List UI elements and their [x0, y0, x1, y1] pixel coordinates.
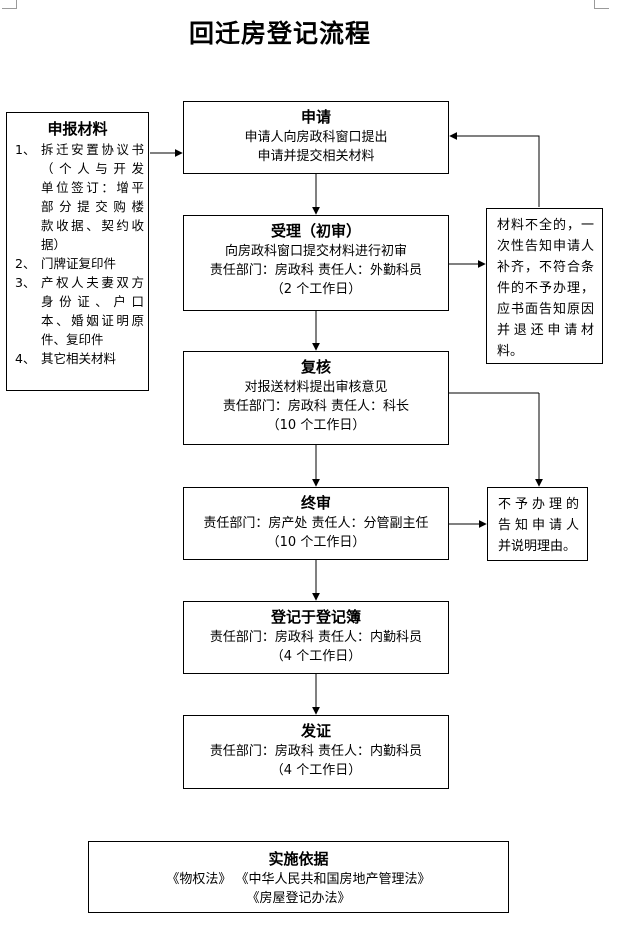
- step-final-line: （10 个工作日）: [266, 535, 366, 550]
- step-register-heading: 登记于登记簿: [270, 608, 361, 626]
- materials-heading: 申报材料: [47, 120, 108, 138]
- page-title: 回迁房登记流程: [188, 19, 371, 48]
- material-number: 4、: [15, 351, 36, 366]
- material-line: 身份证、户口: [41, 294, 144, 309]
- material-number: 1、: [15, 142, 36, 157]
- incomplete-note-line: 应书面告知原因: [497, 302, 594, 317]
- step-accept-box: 受理（初审） 向房政科窗口提交材料进行初审 责任部门：房政科 责任人：外勤科员 …: [183, 215, 449, 311]
- step-final-heading: 终审: [300, 494, 331, 512]
- legal-basis-line: 《物权法》 《中华人民共和国房地产管理法》: [166, 872, 431, 887]
- legal-basis-box: 实施依据 《物权法》 《中华人民共和国房地产管理法》 《房屋登记办法》: [88, 841, 509, 913]
- legal-basis-heading: 实施依据: [268, 850, 329, 868]
- page-corner-mark-right: [594, 0, 609, 9]
- material-line: （个人与开发: [41, 161, 144, 176]
- reject-note-line: 告知申请人: [498, 518, 579, 533]
- material-line: 拆迁安置协议书: [41, 142, 144, 157]
- step-final-box: 终审 责任部门：房产处 责任人：分管副主任 （10 个工作日）: [183, 487, 449, 560]
- material-item: 3、 产权人夫妻双方 身份证、户口 本、婚姻证明原 件、复印件: [7, 273, 148, 349]
- incomplete-note-line: 补齐，不符合条: [497, 260, 594, 275]
- step-accept-line: 责任部门：房政科 责任人：外勤科员: [209, 263, 423, 278]
- material-line: 本、婚姻证明原: [41, 313, 144, 328]
- reject-note-line: 并说明理由。: [498, 539, 577, 554]
- material-number: 2、: [15, 256, 36, 271]
- reject-note-line: 不予办理的: [498, 497, 579, 512]
- incomplete-note-line: 材料不全的，一: [497, 218, 594, 233]
- step-apply-heading: 申请: [300, 108, 331, 126]
- step-accept-heading: 受理（初审）: [270, 222, 361, 240]
- arrow-incomplete-to-apply: [449, 132, 540, 207]
- step-accept-line: 向房政科窗口提交材料进行初审: [224, 244, 407, 259]
- material-line: 其它相关材料: [41, 351, 117, 366]
- step-apply-box: 申请 申请人向房政科窗口提出 申请并提交相关材料: [183, 101, 449, 174]
- material-item: 1、 拆迁安置协议书 （个人与开发 单位签订：增平 部分提交购楼 款收据、契约收…: [7, 140, 148, 254]
- material-number: 3、: [15, 275, 36, 290]
- legal-basis-line: 《房屋登记办法》: [246, 891, 351, 906]
- incomplete-note-box: 材料不全的，一 次性告知申请人 补齐，不符合条 件的不予办理， 应书面告知原因 …: [486, 208, 603, 364]
- materials-box: 申报材料 1、 拆迁安置协议书 （个人与开发 单位签订：增平 部分提交购楼 款收…: [6, 112, 149, 391]
- step-register-line: （4 个工作日）: [270, 649, 362, 664]
- step-apply-line: 申请人向房政科窗口提出: [244, 130, 388, 145]
- step-cert-line: 责任部门：房政科 责任人：内勤科员: [209, 744, 423, 759]
- incomplete-note-line: 并退还申请材: [497, 323, 594, 338]
- step-cert-heading: 发证: [300, 722, 331, 740]
- step-review-line: （10 个工作日）: [266, 418, 366, 433]
- incomplete-note-line: 次性告知申请人: [497, 239, 594, 254]
- material-item: 4、 其它相关材料: [7, 349, 148, 368]
- step-review-box: 复核 对报送材料提出审核意见 责任部门：房政科 责任人：科长 （10 个工作日）: [183, 351, 449, 445]
- material-line: 部分提交购楼: [41, 199, 144, 214]
- material-line: 单位签订：增平: [41, 180, 144, 195]
- step-apply-line: 申请并提交相关材料: [257, 149, 375, 164]
- material-item: 2、 门牌证复印件: [7, 254, 148, 273]
- step-review-line: 对报送材料提出审核意见: [244, 380, 388, 395]
- incomplete-note-line: 料。: [497, 344, 524, 359]
- material-line: 据）: [41, 237, 67, 252]
- material-line: 门牌证复印件: [41, 256, 117, 271]
- step-review-heading: 复核: [300, 358, 331, 376]
- step-review-line: 责任部门：房政科 责任人：科长: [222, 399, 410, 414]
- reject-note-box: 不予办理的 告知申请人 并说明理由。: [487, 487, 588, 561]
- step-register-line: 责任部门：房政科 责任人：内勤科员: [209, 630, 423, 645]
- step-accept-line: （2 个工作日）: [270, 282, 362, 297]
- page-corner-mark-left: [2, 0, 17, 9]
- step-cert-box: 发证 责任部门：房政科 责任人：内勤科员 （4 个工作日）: [183, 715, 449, 789]
- incomplete-note-line: 件的不予办理，: [497, 281, 594, 296]
- step-register-box: 登记于登记簿 责任部门：房政科 责任人：内勤科员 （4 个工作日）: [183, 601, 449, 674]
- step-final-line: 责任部门：房产处 责任人：分管副主任: [203, 516, 429, 531]
- step-cert-line: （4 个工作日）: [270, 763, 362, 778]
- material-line: 件、复印件: [41, 332, 104, 347]
- material-line: 款收据、契约收: [41, 218, 144, 233]
- material-line: 产权人夫妻双方: [41, 275, 144, 290]
